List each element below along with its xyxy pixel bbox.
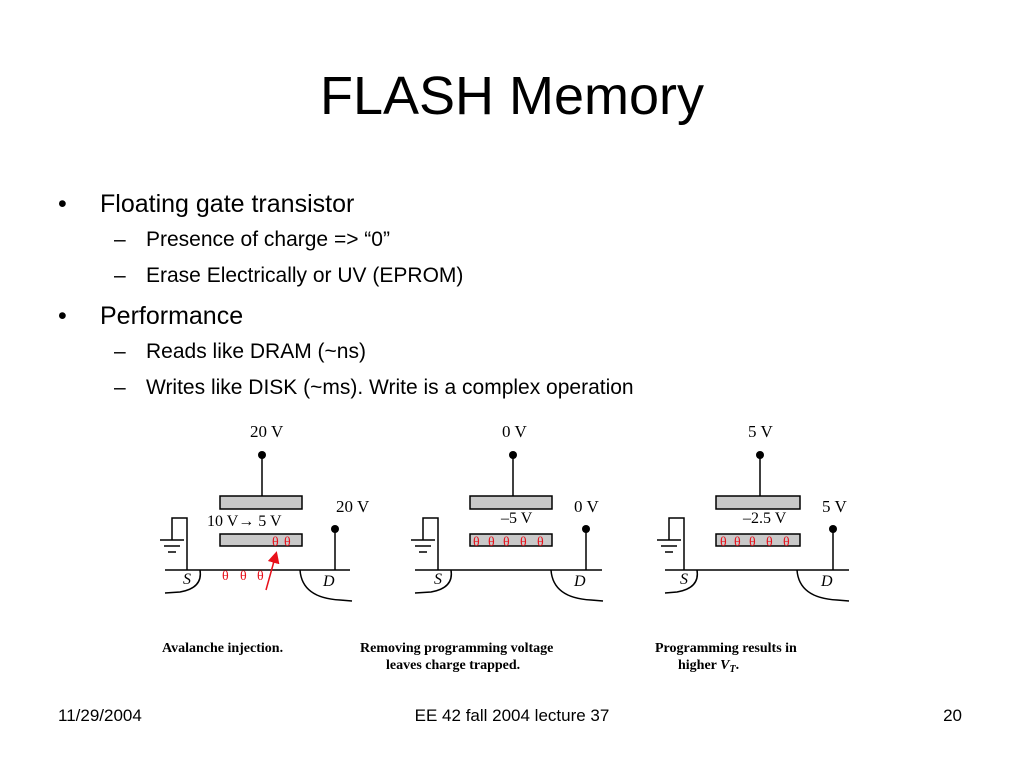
electron-icon: θ xyxy=(720,535,727,550)
sub-bullet-item: – Writes like DISK (~ms). Write is a com… xyxy=(58,370,958,406)
floating-gate-diagram: 20 V 10 V→ 5 V 20 V S D θ θ θ θ θ Avalan… xyxy=(160,422,850,675)
panel-caption: Programming results in xyxy=(655,641,797,656)
electron-icon: θ xyxy=(734,535,741,550)
bullet-text: Floating gate transistor xyxy=(100,190,355,218)
footer-page-number: 20 xyxy=(943,706,962,725)
sub-bullet-text: Writes like DISK (~ms). Write is a compl… xyxy=(146,376,634,399)
panel-caption: leaves charge trapped. xyxy=(386,658,520,673)
panel-higher-threshold: 5 V –2.5 V 5 V S D θ θ θ θ θ Programming… xyxy=(655,422,850,675)
panel-caption: higher VT. xyxy=(678,658,739,675)
ground-icon xyxy=(160,517,188,570)
electron-icon: θ xyxy=(222,569,229,584)
electron-icon: θ xyxy=(783,535,790,550)
gate-terminal xyxy=(258,451,266,459)
electron-icon: θ xyxy=(284,535,291,550)
floating-gate-voltage-label: –5 V xyxy=(500,510,533,527)
sub-bullet-item: – Reads like DRAM (~ns) xyxy=(58,334,958,370)
threshold-subscript: T xyxy=(729,664,736,675)
control-gate xyxy=(219,495,303,510)
drain-label: D xyxy=(820,573,833,590)
drain-terminal xyxy=(829,525,837,533)
injection-arrow-icon xyxy=(265,551,280,591)
electron-icon: θ xyxy=(749,535,756,550)
drain-terminal xyxy=(582,525,590,533)
electron-icon: θ xyxy=(473,535,480,550)
electron-icon: θ xyxy=(766,535,773,550)
slide-title: FLASH Memory xyxy=(319,66,705,126)
bullet-text: Performance xyxy=(100,302,244,330)
control-gate xyxy=(715,495,801,510)
bullet-item: • Performance xyxy=(58,298,958,334)
panel-avalanche-injection: 20 V 10 V→ 5 V 20 V S D θ θ θ θ θ Avalan… xyxy=(160,422,370,656)
floating-gate xyxy=(469,533,553,547)
electron-icon: θ xyxy=(257,569,264,584)
electron-icon: θ xyxy=(272,535,279,550)
sub-bullet-text: Reads like DRAM (~ns) xyxy=(146,340,366,363)
drain-voltage-label: 20 V xyxy=(336,497,370,516)
panel-caption: Avalanche injection. xyxy=(162,641,283,656)
sub-bullet-marker: – xyxy=(114,376,126,399)
bullet-marker: • xyxy=(58,190,67,218)
electron-icon: θ xyxy=(537,535,544,550)
sub-bullet-marker: – xyxy=(114,340,126,363)
drain-voltage-label: 5 V xyxy=(822,497,847,516)
drain-voltage-label: 0 V xyxy=(574,497,599,516)
gate-voltage-label: 20 V xyxy=(250,422,284,441)
sub-bullet-item: – Presence of charge => “0” xyxy=(58,222,958,258)
caption-prefix: higher xyxy=(678,658,720,673)
panel-caption: Removing programming voltage xyxy=(360,641,553,656)
gate-terminal xyxy=(509,451,517,459)
sub-bullet-text: Presence of charge => “0” xyxy=(146,228,390,251)
ground-icon xyxy=(657,517,685,570)
floating-gate-voltage-label: –2.5 V xyxy=(742,510,787,527)
control-gate xyxy=(469,495,553,510)
gate-terminal xyxy=(756,451,764,459)
sub-bullet-marker: – xyxy=(114,228,126,251)
source-label: S xyxy=(680,571,688,588)
gate-voltage-label: 5 V xyxy=(748,422,773,441)
electron-icon: θ xyxy=(503,535,510,550)
floating-gate xyxy=(715,533,801,547)
sub-bullet-text: Erase Electrically or UV (EPROM) xyxy=(146,264,464,287)
sub-bullet-marker: – xyxy=(114,264,126,287)
drain-label: D xyxy=(573,573,586,590)
floating-gate-voltage-label: 10 V→ 5 V xyxy=(207,513,282,530)
source-label: S xyxy=(434,571,442,588)
drain-terminal xyxy=(331,525,339,533)
footer-date: 11/29/2004 xyxy=(58,706,142,725)
footer-course: EE 42 fall 2004 lecture 37 xyxy=(414,706,610,725)
bullet-marker: • xyxy=(58,302,67,330)
electron-icon: θ xyxy=(488,535,495,550)
electron-icon: θ xyxy=(240,569,247,584)
gate-voltage-label: 0 V xyxy=(502,422,527,441)
panel-charge-trapped: 0 V –5 V 0 V S D θ θ θ θ θ Removing prog… xyxy=(360,422,604,673)
source-label: S xyxy=(183,571,191,588)
sub-bullet-item: – Erase Electrically or UV (EPROM) xyxy=(58,258,958,294)
caption-suffix: . xyxy=(736,658,740,673)
bullet-item: • Floating gate transistor xyxy=(58,186,958,222)
bullet-list: • Floating gate transistor – Presence of… xyxy=(58,186,958,406)
drain-label: D xyxy=(322,573,335,590)
floating-gate xyxy=(219,533,303,547)
threshold-variable: V xyxy=(720,658,731,673)
ground-icon xyxy=(411,517,439,570)
electron-icon: θ xyxy=(520,535,527,550)
